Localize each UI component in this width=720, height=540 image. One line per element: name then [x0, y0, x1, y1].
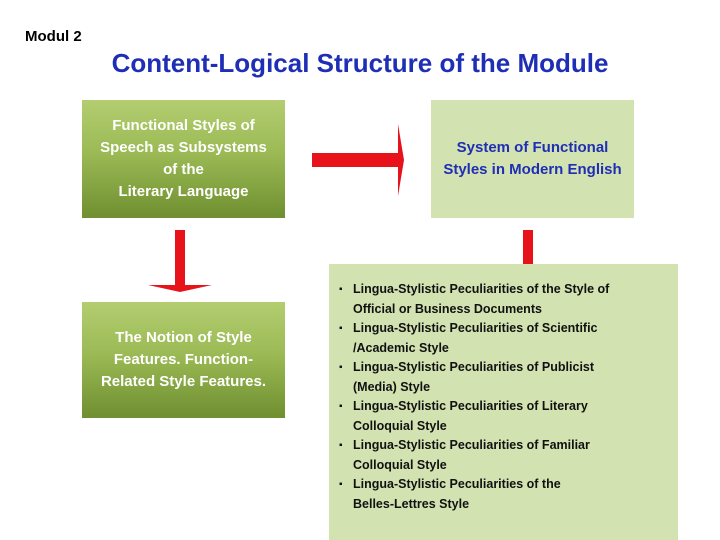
- bullet-icon: ▪: [339, 440, 343, 451]
- list-item-text: Lingua-Stylistic Peculiarities of the Be…: [353, 477, 561, 511]
- list-item: ▪ Lingua-Stylistic Peculiarities of Fami…: [337, 436, 656, 475]
- down-arrow-left-icon: [148, 230, 212, 292]
- list-item-text: Lingua-Stylistic Peculiarities of the St…: [353, 282, 610, 316]
- right-arrow-icon: [312, 124, 404, 196]
- peculiarities-box: ▪ Lingua-Stylistic Peculiarities of the S…: [329, 264, 678, 540]
- bullet-icon: ▪: [339, 284, 343, 295]
- functional-styles-box: Functional Styles of Speech as Subsystem…: [82, 100, 285, 218]
- functional-styles-text: Functional Styles of Speech as Subsystem…: [100, 117, 267, 200]
- list-item: ▪ Lingua-Stylistic Peculiarities of the S…: [337, 280, 656, 319]
- list-item-text: Lingua-Stylistic Peculiarities of Litera…: [353, 399, 588, 433]
- notion-text: The Notion of Style Features. Function- …: [100, 329, 267, 390]
- list-item-text: Lingua-Stylistic Peculiarities of Scient…: [353, 321, 598, 355]
- bullet-icon: ▪: [339, 362, 343, 373]
- module-label: Modul 2: [25, 28, 82, 45]
- bullet-icon: ▪: [339, 323, 343, 334]
- bullet-icon: ▪: [339, 479, 343, 490]
- list-item-text: Lingua-Stylistic Peculiarities of Famili…: [353, 438, 590, 472]
- notion-box: The Notion of Style Features. Function- …: [82, 302, 285, 418]
- list-item-text: Lingua-Stylistic Peculiarities of Public…: [353, 360, 595, 394]
- list-item: ▪ Lingua-Stylistic Peculiarities of Scien…: [337, 319, 656, 358]
- down-arrow-right-icon: [523, 230, 533, 264]
- page-title: Content-Logical Structure of the Module: [111, 48, 609, 78]
- list-item: ▪ Lingua-Stylistic Peculiarities of Lite…: [337, 397, 656, 436]
- system-box: System of Functional Styles in Modern En…: [431, 100, 634, 218]
- system-text: System of Functional Styles in Modern En…: [443, 139, 622, 178]
- list-item: ▪ Lingua-Stylistic Peculiarities of Publ…: [337, 358, 656, 397]
- bullet-icon: ▪: [339, 401, 343, 412]
- list-item: ▪ Lingua-Stylistic Peculiarities of the …: [337, 475, 656, 514]
- peculiarities-list: ▪ Lingua-Stylistic Peculiarities of the S…: [337, 280, 656, 514]
